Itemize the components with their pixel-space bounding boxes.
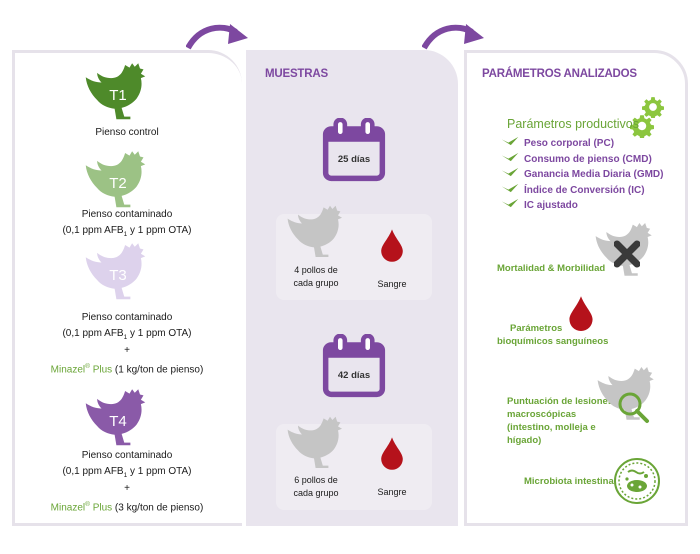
group-t4-additive: Minazel® Plus (3 kg/ton de pienso): [50, 501, 204, 514]
group-t1-label: Pienso control: [95, 127, 159, 138]
lesions-line2: macroscópicas: [507, 409, 577, 420]
productive-item: IC ajustado: [500, 198, 578, 211]
group-t3-additive: Minazel® Plus (1 kg/ton de pienso): [50, 363, 204, 376]
treatment-groups-panel: [12, 50, 242, 526]
group-tag-t3: T3: [109, 267, 127, 284]
chicken-icon: [286, 416, 350, 472]
productive-item: Ganancia Media Diaria (GMD): [500, 167, 663, 180]
productive-title: Parámetros productivos: [507, 117, 640, 131]
group-t3-dose: (0,1 ppm AFB1 y 1 ppm OTA): [62, 328, 192, 341]
lesions-line4: hígado): [507, 435, 542, 446]
productive-item-label: Peso corporal (PC): [524, 138, 615, 149]
group-t3-plus: +: [124, 345, 130, 356]
productive-item-label: Índice de Conversión (IC): [524, 184, 645, 196]
samples-title: MUESTRAS: [265, 68, 328, 80]
blood-drop-icon: [568, 295, 594, 331]
group-t4-dose: (0,1 ppm AFB1 y 1 ppm OTA): [62, 466, 192, 479]
group-t4-label: Pienso contaminado: [81, 450, 173, 461]
group-t4-plus: +: [124, 483, 130, 494]
check-arrow-icon: [500, 152, 520, 162]
microbe-icon: [614, 458, 660, 504]
curved-arrow-icon: [186, 24, 248, 50]
birds-42-line1: 6 pollos de: [294, 475, 338, 485]
group-t2-label: Pienso contaminado: [81, 209, 173, 220]
timepoint-42-label: 42 días: [337, 370, 371, 381]
birds-25-line2: cada grupo: [293, 278, 339, 288]
timepoint-25-label: 25 días: [337, 154, 371, 165]
check-arrow-icon: [500, 183, 520, 193]
birds-42-line2: cada grupo: [293, 488, 339, 498]
check-arrow-icon: [500, 136, 520, 146]
productive-item-label: Consumo de pienso (CMD): [524, 153, 652, 165]
productive-item-label: IC ajustado: [524, 200, 578, 211]
mortality-label: Mortalidad & Morbilidad: [497, 263, 606, 274]
curved-arrow-icon: [422, 24, 484, 50]
params-title: PARÁMETROS ANALIZADOS: [482, 68, 637, 80]
check-arrow-icon: [500, 167, 520, 177]
group-t3-label: Pienso contaminado: [81, 312, 173, 323]
microbiota-label: Microbiota intestinal: [524, 476, 617, 487]
cross-icon: [614, 240, 640, 268]
lesions-line1: Puntuación de lesiones: [507, 396, 614, 407]
group-tag-t4: T4: [109, 413, 127, 430]
blood-42-label: Sangre: [377, 487, 407, 497]
group-tag-t1: T1: [109, 87, 127, 104]
calendar-icon: [322, 118, 386, 182]
blood-25-label: Sangre: [377, 279, 407, 289]
check-arrow-icon: [500, 198, 520, 208]
calendar-icon: [322, 334, 386, 398]
chicken-icon: [286, 205, 350, 261]
biochem-line1: Parámetros: [510, 323, 563, 334]
magnifier-icon: [618, 392, 649, 423]
biochem-line2: bioquímicos sanguíneos: [497, 336, 609, 347]
blood-drop-icon: [380, 436, 404, 470]
birds-25-line1: 4 pollos de: [294, 265, 338, 275]
productive-item: Índice de Conversión (IC): [500, 183, 645, 196]
group-t2-dose: (0,1 ppm AFB1 y 1 ppm OTA): [62, 225, 192, 238]
blood-drop-icon: [380, 228, 404, 262]
lesions-line3: (intestino, molleja e: [507, 422, 596, 433]
group-tag-t2: T2: [109, 175, 127, 192]
productive-item-label: Ganancia Media Diaria (GMD): [524, 169, 664, 180]
productive-item: Consumo de pienso (CMD): [500, 152, 652, 165]
productive-item: Peso corporal (PC): [500, 136, 614, 149]
